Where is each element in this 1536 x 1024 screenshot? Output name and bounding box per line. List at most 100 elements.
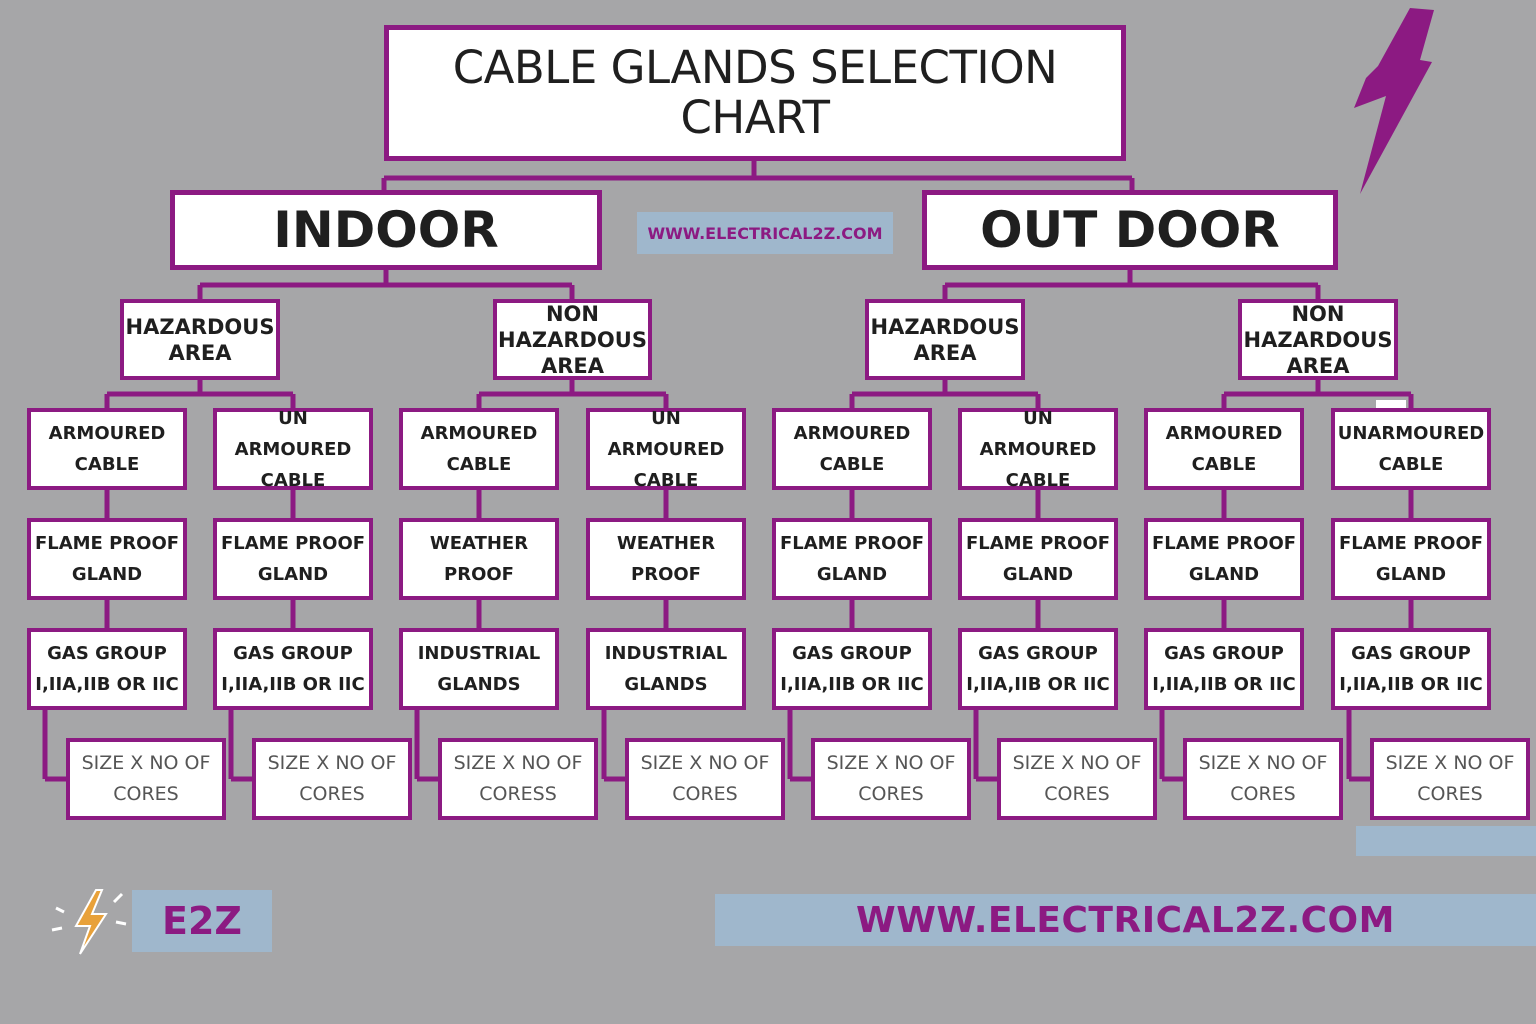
- brand-label: E2Z: [132, 890, 272, 952]
- gland-type-line: FLAME PROOF: [779, 533, 925, 554]
- gas-group-line: I,IIA,IIB OR IIC: [966, 674, 1110, 695]
- size-box: SIZE X NO OF CORES: [252, 738, 412, 820]
- gland-type-line: PROOF: [631, 564, 701, 585]
- gas-group-box: GAS GROUP I,IIA,IIB OR IIC: [772, 628, 932, 710]
- area-line: HAZARDOUS: [125, 314, 275, 339]
- cable-type-line: ARMOURED: [793, 423, 911, 444]
- area-line: NON: [545, 301, 599, 326]
- cable-type-line: UN ARMOURED: [979, 407, 1097, 460]
- gland-type-box: WEATHER PROOF: [586, 518, 746, 600]
- area-line: HAZARDOUS: [870, 314, 1020, 339]
- gland-type-box: FLAME PROOF GLAND: [772, 518, 932, 600]
- size-line: SIZE X NO OF: [81, 752, 211, 774]
- section-outdoor-label: OUT DOOR: [980, 201, 1280, 259]
- size-line: SIZE X NO OF: [1012, 752, 1142, 774]
- cable-type-box: UNARMOURED CABLE: [1331, 408, 1491, 490]
- gas-group-line: I,IIA,IIB OR IIC: [780, 674, 924, 695]
- gas-group-line: GAS GROUP: [1164, 643, 1284, 664]
- size-line: SIZE X NO OF: [1385, 752, 1515, 774]
- gas-group-box: GAS GROUP I,IIA,IIB OR IIC: [1331, 628, 1491, 710]
- cable-type-line: UN ARMOURED: [607, 407, 725, 460]
- size-box: SIZE X NO OF CORES: [1370, 738, 1530, 820]
- chart-title: CABLE GLANDS SELECTION CHART: [384, 25, 1126, 161]
- gland-type-box: FLAME PROOF GLAND: [213, 518, 373, 600]
- area-indoor-non-hazardous: NON HAZARDOUS AREA: [493, 299, 652, 380]
- website-label-bottom: WWW.ELECTRICAL2Z.COM: [715, 894, 1536, 946]
- cable-type-line: CABLE: [1005, 469, 1071, 491]
- gas-group-line: I,IIA,IIB OR IIC: [1152, 674, 1296, 695]
- gland-type-line: FLAME PROOF: [965, 533, 1111, 554]
- chart-title-line-1: CABLE GLANDS SELECTION: [452, 41, 1058, 94]
- cable-type-box: UN ARMOURED CABLE: [958, 408, 1118, 491]
- gland-type-line: PROOF: [444, 564, 514, 585]
- gas-group-line: I,IIA,IIB OR IIC: [35, 674, 179, 695]
- gas-group-box: GAS GROUP I,IIA,IIB OR IIC: [213, 628, 373, 710]
- gas-group-box: GAS GROUP I,IIA,IIB OR IIC: [27, 628, 187, 710]
- gland-type-box: FLAME PROOF GLAND: [1331, 518, 1491, 600]
- gland-type-line: FLAME PROOF: [220, 533, 366, 554]
- gland-type-line: GLAND: [816, 564, 888, 585]
- gland-type-line: WEATHER: [616, 533, 716, 554]
- size-box: SIZE X NO OF CORES: [997, 738, 1157, 820]
- area-line: NON: [1291, 301, 1345, 326]
- size-box: SIZE X NO OF CORES: [1183, 738, 1343, 820]
- cable-type-line: UN ARMOURED: [234, 407, 352, 460]
- cable-type-line: CABLE: [1191, 454, 1257, 475]
- gland-type-line: GLAND: [1188, 564, 1260, 585]
- gland-type-box: FLAME PROOF GLAND: [1144, 518, 1304, 600]
- cable-type-line: ARMOURED: [48, 423, 166, 444]
- size-line: CORES: [672, 783, 738, 805]
- cable-type-box: ARMOURED CABLE: [772, 408, 932, 490]
- size-line: CORES: [858, 783, 924, 805]
- cable-type-line: CABLE: [74, 454, 140, 475]
- gas-group-line: GAS GROUP: [233, 643, 353, 664]
- gas-group-line: GLANDS: [624, 674, 708, 695]
- gland-type-line: FLAME PROOF: [1338, 533, 1484, 554]
- size-line: SIZE X NO OF: [826, 752, 956, 774]
- website-label-top: WWW.ELECTRICAL2Z.COM: [637, 212, 893, 254]
- size-line: CORES: [299, 783, 365, 805]
- gas-group-line: GLANDS: [437, 674, 521, 695]
- gas-group-line: GAS GROUP: [1351, 643, 1471, 664]
- size-line: SIZE X NO OF: [453, 752, 583, 774]
- section-outdoor: OUT DOOR: [922, 190, 1338, 270]
- section-indoor-label: INDOOR: [273, 201, 499, 259]
- gas-group-line: GAS GROUP: [792, 643, 912, 664]
- gas-group-line: I,IIA,IIB OR IIC: [1339, 674, 1483, 695]
- size-line: CORES: [1044, 783, 1110, 805]
- size-box: SIZE X NO OF CORES: [66, 738, 226, 820]
- area-line: HAZARDOUS: [1243, 327, 1393, 352]
- gland-type-line: FLAME PROOF: [1151, 533, 1297, 554]
- size-box: SIZE X NO OF CORESS: [438, 738, 598, 820]
- gland-type-line: WEATHER: [429, 533, 529, 554]
- size-line: CORES: [1417, 783, 1483, 805]
- e2z-logo-icon: [51, 889, 127, 955]
- area-line: AREA: [1286, 353, 1350, 378]
- size-line: CORES: [113, 783, 179, 805]
- size-line: CORESS: [479, 783, 557, 805]
- gland-type-box: FLAME PROOF GLAND: [27, 518, 187, 600]
- area-line: HAZARDOUS: [498, 327, 647, 352]
- cable-type-box: ARMOURED CABLE: [399, 408, 559, 490]
- gas-group-line: GAS GROUP: [978, 643, 1098, 664]
- gas-group-line: I,IIA,IIB OR IIC: [221, 674, 365, 695]
- gas-group-box: INDUSTRIAL GLANDS: [586, 628, 746, 710]
- cable-type-line: CABLE: [446, 454, 512, 475]
- cable-type-line: CABLE: [819, 454, 885, 475]
- cable-type-line: ARMOURED: [420, 423, 538, 444]
- gas-group-box: GAS GROUP I,IIA,IIB OR IIC: [958, 628, 1118, 710]
- cable-type-line: ARMOURED: [1165, 423, 1283, 444]
- gas-group-box: GAS GROUP I,IIA,IIB OR IIC: [1144, 628, 1304, 710]
- gland-type-line: GLAND: [257, 564, 329, 585]
- area-outdoor-hazardous: HAZARDOUS AREA: [865, 299, 1025, 380]
- section-indoor: INDOOR: [170, 190, 602, 270]
- cable-type-line: UNARMOURED: [1337, 423, 1485, 444]
- gas-group-box: INDUSTRIAL GLANDS: [399, 628, 559, 710]
- size-box: SIZE X NO OF CORES: [625, 738, 785, 820]
- area-outdoor-non-hazardous: NON HAZARDOUS AREA: [1238, 299, 1398, 380]
- chart-title-line-2: CHART: [680, 91, 830, 144]
- gas-group-line: INDUSTRIAL: [604, 643, 728, 664]
- size-line: SIZE X NO OF: [1198, 752, 1328, 774]
- gland-type-box: FLAME PROOF GLAND: [958, 518, 1118, 600]
